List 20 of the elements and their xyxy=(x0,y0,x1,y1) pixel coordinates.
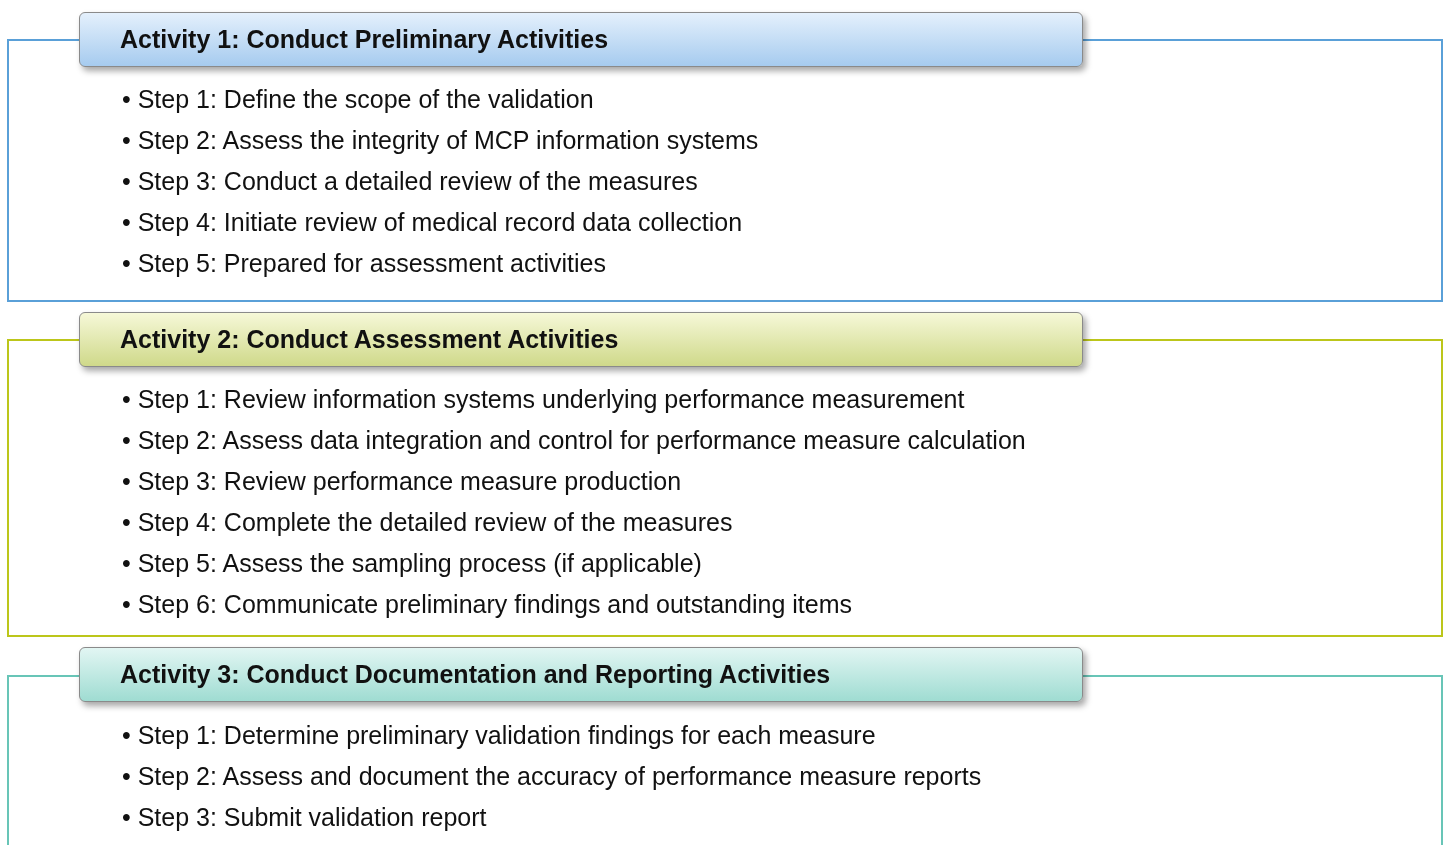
step-item: • Step 2: Assess data integration and control for performance measure calculation xyxy=(122,425,1027,456)
step-item: • Step 2: Assess the integrity of MCP information systems xyxy=(122,125,760,156)
step-item: • Step 3: Conduct a detailed review of the measures xyxy=(122,166,699,197)
header-text: Activity 1: Conduct Preliminary Activities xyxy=(119,25,609,54)
header-text: Activity 3: Conduct Documentation and Reporting Activities xyxy=(119,660,831,689)
step-item: • Step 3: Submit validation report xyxy=(122,802,488,833)
step-item: • Step 3: Review performance measure production xyxy=(122,466,683,497)
step-item: • Step 6: Communicate preliminary findings and outstanding items xyxy=(122,589,853,620)
step-item: • Step 5: Prepared for assessment activities xyxy=(122,248,607,279)
step-item: • Step 4: Initiate review of medical record data collection xyxy=(122,207,744,238)
step-item: • Step 1: Determine preliminary validation findings for each measure xyxy=(122,720,877,751)
header-text: Activity 2: Conduct Assessment Activities xyxy=(119,325,619,354)
step-item: • Step 5: Assess the sampling process (if applicable) xyxy=(122,548,703,579)
step-item: • Step 4: Complete the detailed review of the measures xyxy=(122,507,734,538)
step-item: • Step 2: Assess and document the accuracy of performance measure reports xyxy=(122,761,983,792)
activity-header xyxy=(79,12,1083,67)
activity-header xyxy=(79,312,1083,367)
step-item: • Step 1: Review information systems underlying performance measurement xyxy=(122,384,966,415)
activity-header xyxy=(79,647,1083,702)
step-item: • Step 1: Define the scope of the validation xyxy=(122,84,595,115)
